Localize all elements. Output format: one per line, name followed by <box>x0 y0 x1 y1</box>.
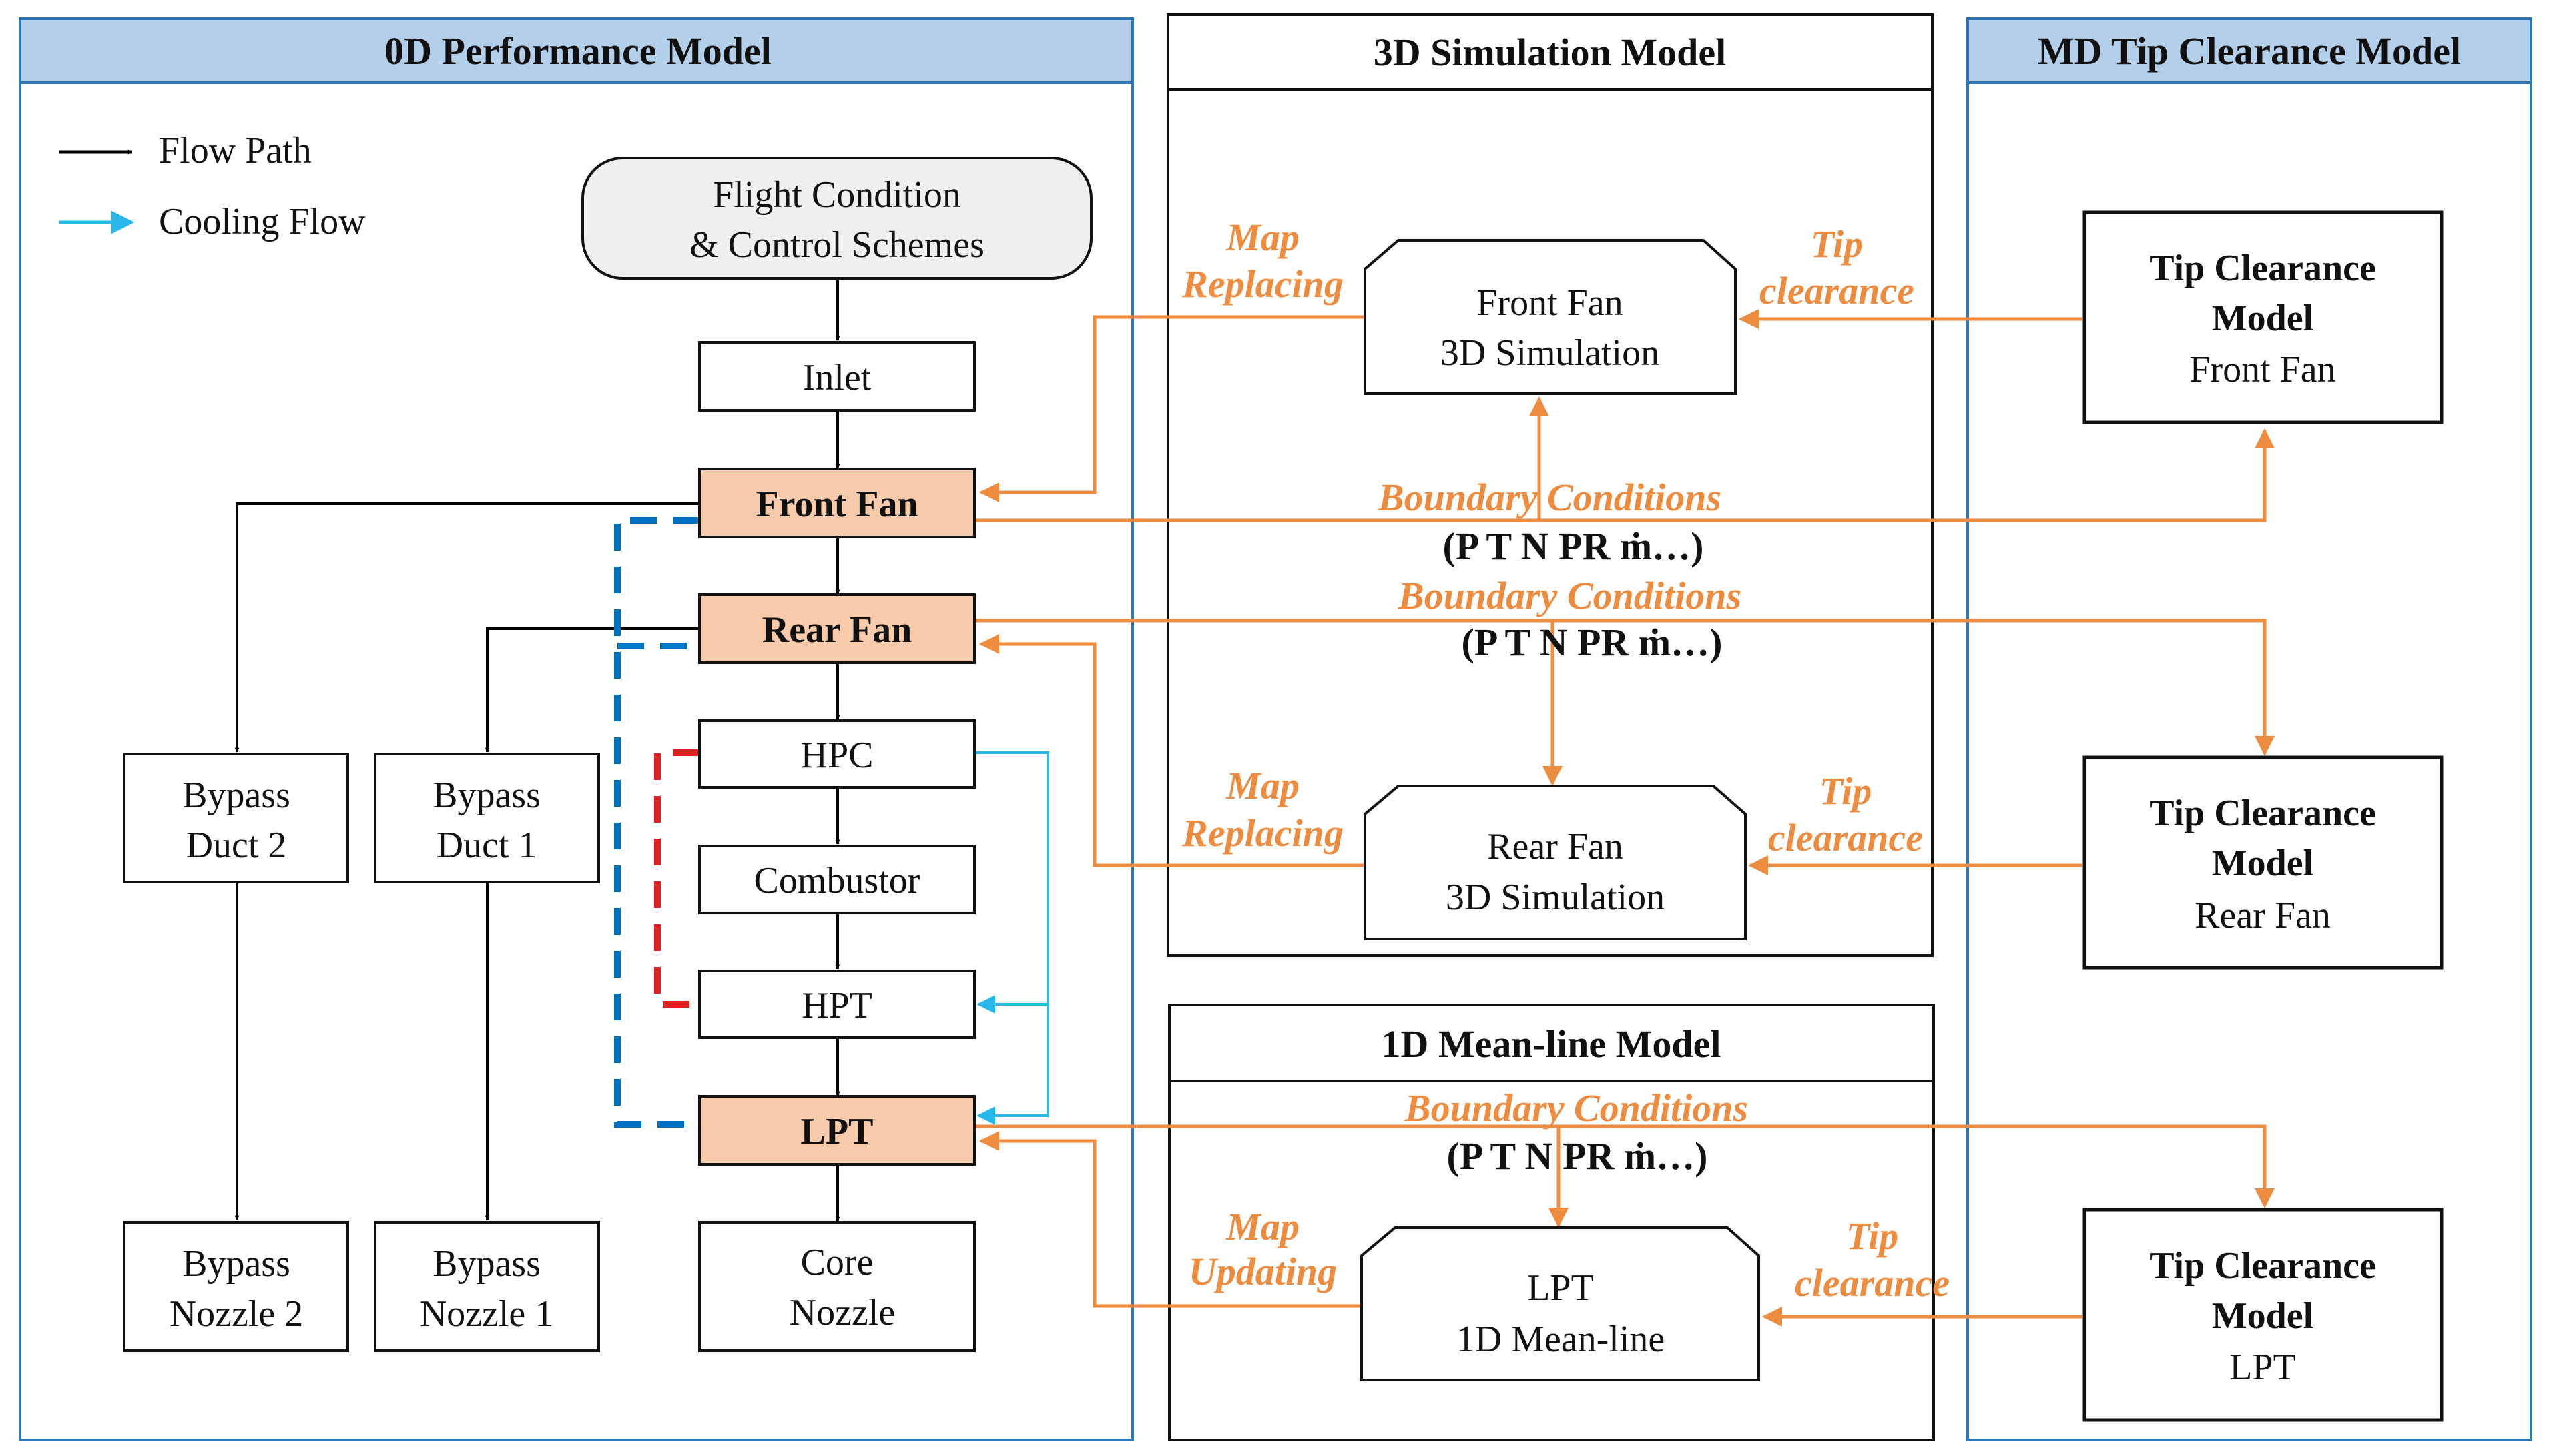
legend: Flow Path Cooling Flow <box>59 130 366 242</box>
label-map-rear: Map <box>1225 764 1300 807</box>
lpt-1d-line1: LPT <box>1527 1267 1594 1309</box>
label-replacing-rear: Replacing <box>1181 811 1344 855</box>
tip-front-title-2: Model <box>2212 298 2313 339</box>
label-bc-params-lpt: (P T N PR ṁ…) <box>1447 1134 1708 1178</box>
bypass-duct-1-box: Bypass Duct 1 <box>374 753 600 883</box>
bypass-duct-2-box: Bypass Duct 2 <box>123 753 349 883</box>
lpt-box: LPT <box>698 1095 976 1166</box>
bypass-nozzle-1-line2: Nozzle 1 <box>420 1293 554 1335</box>
bypass-duct-2-line1: Bypass <box>182 775 290 816</box>
bypass-nozzle-2-line1: Bypass <box>182 1243 290 1285</box>
hpt-box: HPT <box>698 970 976 1039</box>
flight-condition-line2: & Control Schemes <box>689 224 984 266</box>
label-replacing-front: Replacing <box>1181 262 1344 306</box>
flight-condition-box: Flight Condition & Control Schemes <box>581 157 1093 280</box>
front-fan-3d-line1: Front Fan <box>1476 282 1623 324</box>
flight-condition-line1: Flight Condition <box>713 174 961 216</box>
bypass-nozzle-2-line2: Nozzle 2 <box>170 1293 304 1335</box>
rear-fan-box: Rear Fan <box>698 593 976 664</box>
core-nozzle-line2: Nozzle <box>790 1292 896 1333</box>
label-map-lpt: Map <box>1225 1205 1300 1248</box>
label-tip-front: Tip <box>1811 222 1863 266</box>
label-bc-lpt: Boundary Conditions <box>1404 1086 1748 1130</box>
lpt-1d-meanline-box: LPT 1D Mean-line <box>1360 1226 1760 1381</box>
label-tip-rear: Tip <box>1819 769 1872 813</box>
rear-fan-3d-line2: 3D Simulation <box>1446 877 1665 918</box>
panel-title-tip: MD Tip Clearance Model <box>2038 29 2461 73</box>
tip-clearance-rear-fan-box: Tip Clearance Model Rear Fan <box>2082 755 2444 970</box>
bypass-duct-2-line2: Duct 2 <box>186 825 287 866</box>
label-map-front: Map <box>1225 216 1300 259</box>
hpc-box: HPC <box>698 719 976 789</box>
hpt-label: HPT <box>802 985 872 1026</box>
label-clearance-rear: clearance <box>1768 816 1923 859</box>
hpc-label: HPC <box>801 735 874 776</box>
lpt-label: LPT <box>801 1111 874 1152</box>
bypass-duct-1-line2: Duct 1 <box>437 825 537 866</box>
tip-clearance-front-fan-box: Tip Clearance Model Front Fan <box>2082 210 2444 424</box>
label-bc-params-front: (P T N PR ṁ…) <box>1443 524 1704 568</box>
flow-path-lines <box>234 280 840 1222</box>
tip-lpt-title-2: Model <box>2212 1295 2313 1337</box>
bypass-duct-1-line1: Bypass <box>433 775 541 816</box>
label-clearance-lpt: clearance <box>1795 1261 1950 1305</box>
tip-front-component: Front Fan <box>2189 349 2335 390</box>
inlet-label: Inlet <box>803 357 872 398</box>
front-fan-3d-line2: 3D Simulation <box>1440 332 1659 374</box>
label-bc-rear: Boundary Conditions <box>1398 574 1741 617</box>
bypass-nozzle-2-box: Bypass Nozzle 2 <box>123 1221 349 1352</box>
panel-title-1d: 1D Mean-line Model <box>1381 1022 1721 1066</box>
label-bc-params-rear: (P T N PR ṁ…) <box>1462 621 1723 664</box>
front-fan-3d-sim-box: Front Fan 3D Simulation <box>1364 239 1737 395</box>
core-nozzle-box: Core Nozzle <box>698 1221 976 1352</box>
combustor-box: Combustor <box>698 845 976 914</box>
label-bc-front: Boundary Conditions <box>1378 476 1721 519</box>
orange-links <box>976 309 2275 1327</box>
bypass-nozzle-1-line1: Bypass <box>433 1243 541 1285</box>
front-fan-label: Front Fan <box>756 484 918 525</box>
tip-rear-title-1: Tip Clearance <box>2149 793 2376 834</box>
orange-annotations: Map Replacing Tip clearance Boundary Con… <box>1181 216 1950 1305</box>
panel-title-0d: 0D Performance Model <box>384 29 772 73</box>
rear-fan-label: Rear Fan <box>762 609 912 651</box>
legend-cooling-flow: Cooling Flow <box>159 201 366 242</box>
label-clearance-front: clearance <box>1759 269 1914 312</box>
tip-rear-title-2: Model <box>2212 843 2313 884</box>
front-fan-box: Front Fan <box>698 468 976 538</box>
rear-fan-3d-line1: Rear Fan <box>1487 826 1623 867</box>
bypass-nozzle-1-box: Bypass Nozzle 1 <box>374 1221 600 1352</box>
cooling-flow-lines <box>974 751 1049 1125</box>
core-nozzle-line1: Core <box>801 1242 874 1283</box>
tip-lpt-title-1: Tip Clearance <box>2149 1245 2376 1287</box>
legend-flow-path: Flow Path <box>159 130 312 171</box>
rear-fan-3d-sim-box: Rear Fan 3D Simulation <box>1364 785 1747 940</box>
inlet-box: Inlet <box>698 341 976 412</box>
panel-title-3d: 3D Simulation Model <box>1374 31 1727 74</box>
tip-rear-component: Rear Fan <box>2195 895 2331 936</box>
label-tip-lpt: Tip <box>1846 1214 1898 1258</box>
combustor-label: Combustor <box>754 860 920 901</box>
lpt-1d-line2: 1D Mean-line <box>1456 1319 1665 1360</box>
tip-lpt-component: LPT <box>2229 1347 2296 1388</box>
tip-front-title-1: Tip Clearance <box>2149 248 2376 289</box>
shaft-lines <box>614 517 699 1128</box>
tip-clearance-lpt-box: Tip Clearance Model LPT <box>2082 1208 2444 1422</box>
label-updating-lpt: Updating <box>1189 1250 1337 1293</box>
